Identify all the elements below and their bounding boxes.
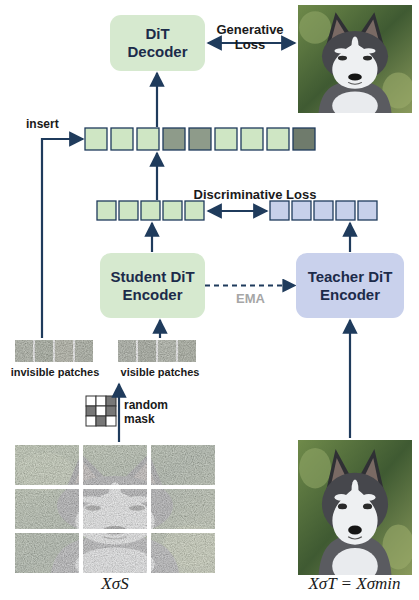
patch-label: invisible patches xyxy=(3,366,107,379)
decoder-token-row xyxy=(85,128,315,150)
token xyxy=(85,128,107,150)
mask-cell xyxy=(86,396,96,406)
grid-gap xyxy=(79,445,83,573)
insert-arrow xyxy=(42,139,83,338)
token xyxy=(111,128,133,150)
token xyxy=(292,201,311,220)
patch-noise xyxy=(15,340,93,362)
ema-connector xyxy=(205,285,295,287)
node-text: Student DiT Encoder xyxy=(108,268,197,304)
image-noise xyxy=(15,445,215,573)
flow-arrow xyxy=(159,320,161,338)
patch-noise xyxy=(118,340,196,362)
flow-arrow xyxy=(349,223,351,252)
clean-image xyxy=(298,440,414,584)
token xyxy=(119,201,138,220)
image xyxy=(15,445,219,582)
flow-arrow xyxy=(349,320,351,438)
mask-cell xyxy=(106,396,116,406)
grid-gap xyxy=(147,445,151,573)
flow-arrow xyxy=(118,384,120,442)
mask-cell xyxy=(86,406,96,416)
encoder-box: Teacher DiT Encoder xyxy=(296,253,404,318)
loss-label: Generative Loss xyxy=(200,22,300,52)
mask-token xyxy=(293,128,315,150)
token xyxy=(267,128,289,150)
flow-label: insert xyxy=(26,117,70,131)
noisy-image xyxy=(15,445,219,582)
visible-patches xyxy=(118,340,196,362)
image-label: XσS xyxy=(80,574,150,593)
grid-gap xyxy=(15,529,215,533)
grid-gap xyxy=(15,485,215,489)
loss-arrow xyxy=(208,210,267,212)
token xyxy=(270,201,289,220)
invisible-patches xyxy=(15,340,93,362)
token xyxy=(163,201,182,220)
mask-cell xyxy=(96,406,106,416)
mask-cell xyxy=(96,396,106,406)
patch-label: visible patches xyxy=(108,366,212,379)
decoder-box: DiT Decoder xyxy=(110,15,205,71)
node-text: Teacher DiT Encoder xyxy=(304,268,396,304)
encoder-box: Student DiT Encoder xyxy=(100,253,205,318)
flow-arrow xyxy=(151,223,153,252)
mask-cell xyxy=(96,416,106,426)
mask-cell xyxy=(106,406,116,416)
mask-icon xyxy=(86,396,116,426)
mask-token xyxy=(163,128,185,150)
mask-token xyxy=(189,128,211,150)
edge-label: EMA xyxy=(221,291,281,306)
teacher-token-row xyxy=(270,201,377,220)
token xyxy=(141,201,160,220)
token xyxy=(241,128,263,150)
token xyxy=(358,201,377,220)
output-image xyxy=(298,5,414,120)
mask-cell xyxy=(106,416,116,426)
mask-label: random mask xyxy=(124,398,176,426)
token xyxy=(185,201,204,220)
token xyxy=(137,128,159,150)
mask-cell xyxy=(86,416,96,426)
token xyxy=(97,201,116,220)
student-token-row xyxy=(97,201,204,220)
token xyxy=(314,201,333,220)
token xyxy=(215,128,237,150)
loss-label: Discriminative Loss xyxy=(185,187,325,202)
image-label: XσT = Xσmin xyxy=(290,574,419,593)
flow-arrow xyxy=(156,153,158,200)
node-text: DiT Decoder xyxy=(118,25,197,61)
flow-arrow xyxy=(156,73,158,127)
token xyxy=(336,201,355,220)
